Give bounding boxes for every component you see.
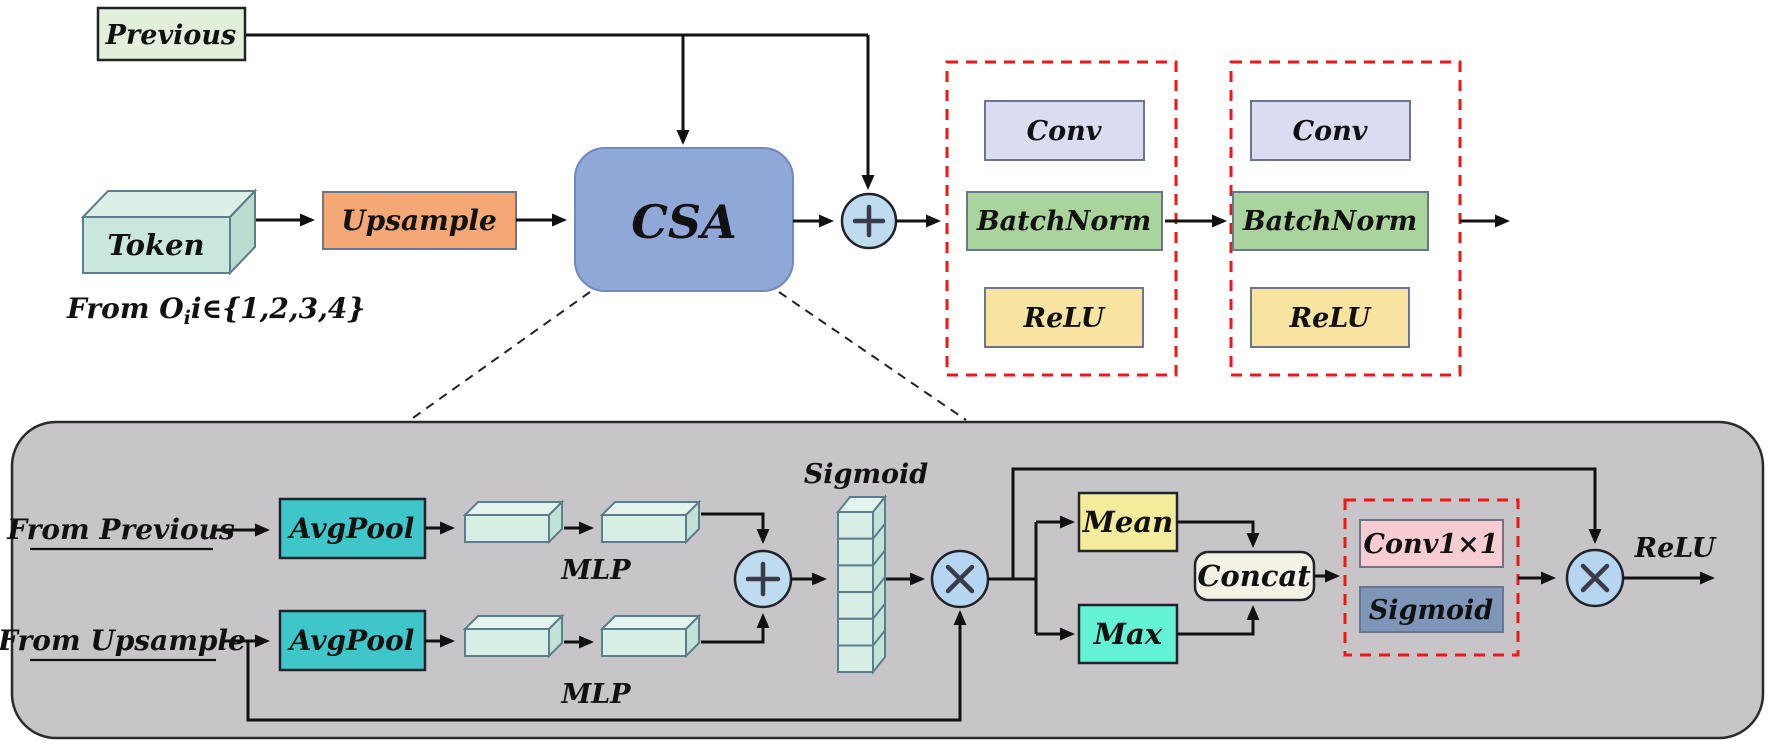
- mlp-slab-2a: [462, 613, 565, 659]
- sigmoid-box-label: Sigmoid: [1369, 595, 1493, 626]
- upsample-box: Upsample: [322, 191, 517, 250]
- svg-text:AvgPool: AvgPool: [287, 512, 415, 545]
- avgpool-box-bottom: AvgPool: [278, 609, 427, 672]
- csa-label: CSA: [631, 195, 737, 249]
- conv-block-2: Conv BatchNorm ReLU: [1229, 60, 1462, 377]
- token-box: Token: [80, 188, 258, 276]
- conv-label-2: Conv: [1293, 116, 1368, 147]
- max-to-concat-line: [1177, 605, 1260, 636]
- skip-to-multiply2-line: [1011, 467, 1602, 579]
- relu-output-label: ReLU: [1634, 533, 1717, 564]
- mlp-slab-1a: [462, 499, 565, 545]
- concat-box: Concat: [1193, 550, 1316, 602]
- from-previous-label: From Previous: [6, 513, 235, 551]
- sigmoid-stack-label: Sigmoid: [804, 459, 928, 490]
- mlp-bottom-to-add-line: [701, 613, 770, 644]
- red-dashed-frame-1: [945, 60, 1178, 377]
- svg-text:Max: Max: [1093, 617, 1163, 651]
- mlp-slab-2b: [599, 613, 702, 659]
- csa-box: CSA: [574, 147, 794, 292]
- previous-box: Previous: [96, 6, 247, 62]
- previous-label: Previous: [105, 20, 237, 51]
- relu-label-1: ReLU: [1023, 303, 1106, 334]
- upsample-bypass-line: [246, 610, 967, 722]
- svg-text:From Previous: From Previous: [6, 513, 235, 546]
- batchnorm-label-2: BatchNorm: [1242, 206, 1417, 237]
- upsample-label: Upsample: [341, 204, 497, 237]
- mlp-label-top: MLP: [560, 555, 631, 586]
- batchnorm-label-1: BatchNorm: [976, 206, 1151, 237]
- sigmoid-stack: [835, 494, 888, 675]
- mlp-slab-1b: [599, 499, 702, 545]
- mean-to-concat-line: [1177, 520, 1260, 548]
- conv1x1-label: Conv1×1: [1363, 529, 1498, 560]
- token-label: Token: [107, 228, 204, 262]
- mlp-label-bottom: MLP: [560, 679, 631, 710]
- token-caption: From Oii∈{1,2,3,4}: [66, 292, 365, 329]
- red-dashed-frame-2: [1229, 60, 1462, 377]
- conv-label-1: Conv: [1027, 116, 1102, 147]
- conv-block-1: Conv BatchNorm ReLU: [945, 60, 1178, 377]
- multiply-circle-1: [930, 549, 990, 609]
- csa-expand-line-right: [778, 291, 967, 421]
- avgpool-box-top: AvgPool: [278, 497, 427, 560]
- relu-label-2: ReLU: [1289, 303, 1372, 334]
- add-circle-panel: [733, 549, 793, 609]
- from-upsample-label: From Upsample: [0, 624, 246, 662]
- multiply-circle-2: [1565, 548, 1625, 608]
- max-box: Max: [1077, 603, 1179, 665]
- svg-text:AvgPool: AvgPool: [287, 624, 415, 657]
- mlp-top-to-add-line: [701, 512, 770, 544]
- mean-box: Mean: [1077, 491, 1179, 553]
- svg-text:Mean: Mean: [1082, 505, 1173, 539]
- add-circle-top: [840, 192, 898, 250]
- spatial-attention-block: Conv1×1 Sigmoid: [1343, 498, 1520, 657]
- svg-text:From Upsample: From Upsample: [0, 624, 246, 657]
- svg-text:Concat: Concat: [1197, 559, 1311, 593]
- csa-expand-line-left: [409, 291, 591, 421]
